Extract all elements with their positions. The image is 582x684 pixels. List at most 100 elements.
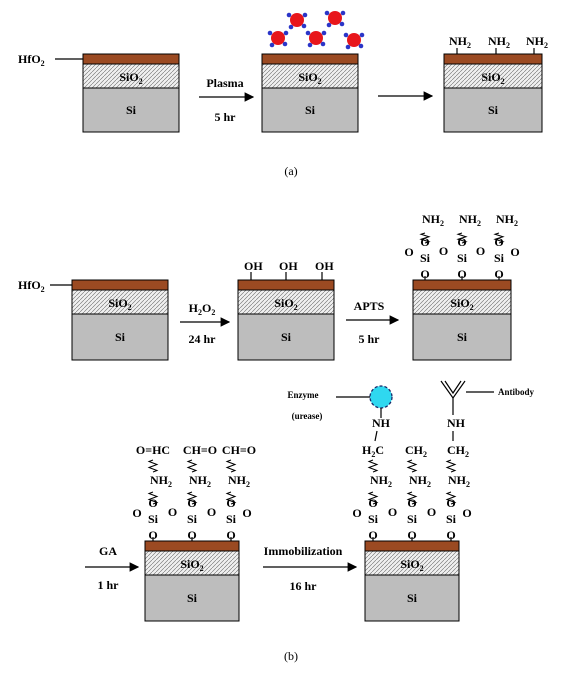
nh-group: NH bbox=[372, 416, 391, 430]
alkyl-chain bbox=[225, 491, 237, 505]
plasma-electron-icon bbox=[305, 30, 311, 36]
sio2-layer bbox=[144, 550, 240, 576]
plasma-electron-icon bbox=[286, 12, 292, 18]
plasma-electron-icon bbox=[324, 10, 330, 16]
plasma-electron-icon bbox=[267, 30, 273, 36]
plasma-electron-icon bbox=[269, 42, 275, 48]
si-layer bbox=[237, 313, 335, 361]
o-atom: O bbox=[446, 496, 455, 510]
o-atom: O bbox=[462, 506, 471, 520]
o-atom: O bbox=[226, 496, 235, 510]
apts-time: 5 hr bbox=[359, 332, 381, 346]
si-text: Si bbox=[407, 591, 418, 605]
o-atom: O bbox=[494, 267, 503, 281]
si-atom: Si bbox=[446, 512, 457, 526]
antibody-label: Antibody bbox=[498, 387, 535, 397]
methylene-group: CH2 bbox=[405, 443, 427, 459]
sio2-text: SiO2 bbox=[298, 70, 321, 86]
alkyl-chain bbox=[367, 459, 379, 473]
plasma-particles bbox=[267, 10, 365, 50]
si-atom: Si bbox=[457, 251, 468, 265]
immobilization-time: 16 hr bbox=[290, 579, 318, 593]
oh-groups: OH OH OH bbox=[244, 259, 334, 280]
alkyl-chain bbox=[147, 459, 159, 473]
nh2-group: NH2 bbox=[422, 212, 444, 228]
alkyl-chain bbox=[367, 491, 379, 505]
o-atom: O bbox=[368, 496, 377, 510]
si-atom: Si bbox=[148, 512, 159, 526]
si-text: Si bbox=[115, 330, 126, 344]
plasma-ion-icon bbox=[271, 31, 285, 45]
alkyl-chain bbox=[456, 232, 468, 244]
plasma-electron-icon bbox=[288, 24, 294, 30]
sio2-layer bbox=[364, 550, 460, 576]
oh-group: OH bbox=[244, 259, 263, 273]
sio2-layer bbox=[412, 289, 512, 315]
alkyl-chain bbox=[445, 459, 457, 473]
sio2-text: SiO2 bbox=[400, 557, 423, 573]
h2o2-time: 24 hr bbox=[189, 332, 217, 346]
hfo2-layer bbox=[364, 540, 460, 552]
si-layer bbox=[144, 574, 240, 622]
o-atom: O bbox=[457, 267, 466, 281]
o-atom: O bbox=[457, 235, 466, 249]
panel-b-row1: SiO2 Si HfO2 H2O2 24 hr SiO2 Si OH OH OH… bbox=[18, 212, 520, 361]
plasma-electron-icon bbox=[283, 30, 289, 36]
hfo2-layer bbox=[237, 279, 335, 291]
o-atom: O bbox=[187, 528, 196, 542]
methylene-group: H2C bbox=[362, 443, 384, 459]
alkyl-chain bbox=[419, 232, 431, 244]
nh2-group: NH2 bbox=[370, 473, 392, 489]
sio2-layer bbox=[71, 289, 169, 315]
wafer-a1: SiO2 Si HfO2 bbox=[18, 52, 180, 133]
panel-a: SiO2 Si HfO2 Plasma 5 hr SiO2 Si SiO2 Si bbox=[18, 10, 548, 178]
hfo2-layer bbox=[82, 53, 180, 65]
plasma-electron-icon bbox=[301, 23, 307, 29]
o-atom: O bbox=[352, 506, 361, 520]
plasma-ion-icon bbox=[328, 11, 342, 25]
hfo2-layer bbox=[443, 53, 543, 65]
o-atom: O bbox=[407, 528, 416, 542]
alkyl-chain bbox=[406, 491, 418, 505]
alkyl-chain bbox=[186, 459, 198, 473]
nh2-group: NH2 bbox=[496, 212, 518, 228]
si-text: Si bbox=[126, 103, 137, 117]
plasma-electron-icon bbox=[358, 43, 364, 49]
nh2-group: NH2 bbox=[488, 34, 510, 50]
wafer-b2: SiO2 Si OH OH OH bbox=[237, 259, 335, 361]
sio2-text: SiO2 bbox=[274, 296, 297, 312]
plasma-electron-icon bbox=[326, 22, 332, 28]
aldehyde-group: CH=O bbox=[222, 443, 256, 457]
wafer-b4: SiO2 Si bbox=[144, 540, 240, 622]
oh-group: OH bbox=[279, 259, 298, 273]
si-atom: Si bbox=[420, 251, 431, 265]
ga-time: 1 hr bbox=[98, 578, 120, 592]
sio2-text: SiO2 bbox=[180, 557, 203, 573]
si-atom: Si bbox=[368, 512, 379, 526]
wafer-a3: SiO2 Si NH2 NH2 NH2 bbox=[443, 34, 548, 133]
plasma-electron-icon bbox=[302, 12, 308, 18]
hfo2-layer bbox=[144, 540, 240, 552]
bridging-o-atom: O bbox=[168, 505, 177, 519]
nh2-group: NH2 bbox=[526, 34, 548, 50]
enzyme-urease-icon bbox=[369, 385, 393, 409]
plasma-ion-icon bbox=[309, 31, 323, 45]
o-atom: O bbox=[420, 235, 429, 249]
hfo2-layer bbox=[412, 279, 512, 291]
sio2-text: SiO2 bbox=[450, 296, 473, 312]
alkyl-chain bbox=[445, 491, 457, 505]
caption-b: (b) bbox=[284, 649, 298, 663]
plasma-label: Plasma bbox=[206, 76, 243, 90]
bridging-o-atom: O bbox=[427, 505, 436, 519]
sio2-layer bbox=[237, 289, 335, 315]
plasma-electron-icon bbox=[321, 30, 327, 36]
methylene-group: CH2 bbox=[447, 443, 469, 459]
bridging-o-atom: O bbox=[439, 244, 448, 258]
aldehyde-group: CH=O bbox=[183, 443, 217, 457]
o-atom: O bbox=[494, 235, 503, 249]
si-layer bbox=[412, 313, 512, 361]
antibody-icon bbox=[440, 380, 466, 415]
